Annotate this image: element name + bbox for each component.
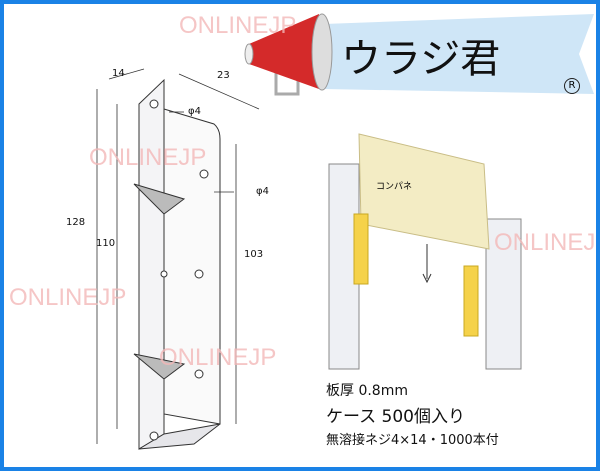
megaphone-icon: [244, 13, 333, 96]
watermark: ONLINEJP: [494, 229, 600, 256]
dim-width-large: 23: [217, 70, 230, 81]
panel-label: コンパネ: [376, 182, 413, 192]
watermark: ONLINEJP: [9, 284, 127, 311]
dim-hole-side: φ4: [256, 186, 269, 197]
drawing: [96, 13, 594, 450]
watermark: ONLINEJP: [89, 144, 207, 171]
spec-thickness: 板厚 0.8mm: [326, 383, 408, 399]
dim-width-small: 14: [112, 68, 125, 79]
spec-case: ケース 500個入り: [326, 407, 466, 427]
dim-height-side: 103: [244, 249, 264, 260]
dim-hole-top: φ4: [188, 106, 201, 117]
installation-illustration: [328, 133, 522, 370]
dim-height-total: 128: [66, 217, 86, 228]
product-title: ウラジ君: [341, 36, 501, 82]
registered-mark: R: [564, 78, 580, 94]
bracket-drawing: [133, 78, 221, 450]
watermark: ONLINEJP: [159, 344, 277, 371]
spec-text: 板厚 0.8mm ケース 500個入り 無溶接ネジ4×14・1000本付: [326, 380, 499, 448]
spec-screws: 無溶接ネジ4×14・1000本付: [326, 433, 499, 448]
banner: [324, 14, 594, 94]
dim-height-inner: 110: [96, 238, 116, 249]
dimension-lines: [96, 68, 260, 444]
watermark: ONLINEJP: [179, 12, 297, 39]
